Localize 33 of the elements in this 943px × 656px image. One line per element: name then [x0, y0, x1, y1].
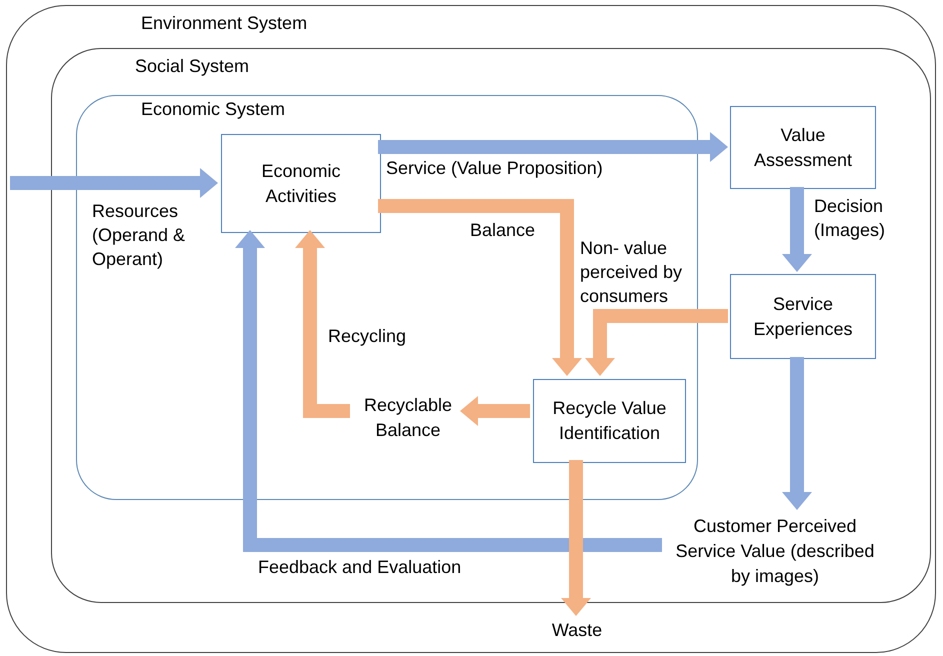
edge-label: Recycling — [328, 325, 408, 348]
node-label: Economic Activities — [260, 160, 342, 208]
system-boundary — [6, 5, 936, 653]
arrow — [782, 357, 812, 510]
arrow — [378, 132, 728, 162]
arrow — [378, 199, 582, 376]
process-box — [730, 106, 876, 189]
system-label: Social System — [135, 55, 250, 78]
process-box — [533, 379, 686, 463]
arrow — [585, 309, 728, 376]
arrow — [782, 187, 812, 272]
arrow — [10, 168, 218, 198]
node-label: Value Assessment — [752, 124, 854, 172]
node-label: Service Experiences — [752, 292, 854, 341]
edge-label: Balance — [470, 219, 536, 242]
edge-label: Resources (Operand & Operant) — [92, 200, 186, 271]
system-label: Environment System — [141, 12, 308, 34]
edge-label: Decision (Images) — [814, 195, 886, 242]
edge-label: Non- value perceived by consumers — [580, 237, 684, 308]
edge-label: Service (Value Proposition) — [386, 157, 604, 180]
arrow — [561, 460, 591, 616]
process-box — [730, 274, 876, 359]
node-label: Customer Perceived Service Value (described by images) — [674, 514, 876, 588]
node-label: Recycle Value Identification — [552, 397, 668, 445]
arrow — [235, 230, 662, 552]
edge-label: Feedback and Evaluation — [258, 556, 462, 579]
system-boundary — [51, 48, 931, 603]
process-box — [221, 134, 381, 233]
system-label: Economic System — [141, 98, 286, 120]
arrow — [460, 396, 530, 426]
system-boundary — [76, 95, 698, 500]
node-label: Waste — [552, 618, 602, 642]
node-label: Recyclable Balance — [362, 394, 454, 442]
